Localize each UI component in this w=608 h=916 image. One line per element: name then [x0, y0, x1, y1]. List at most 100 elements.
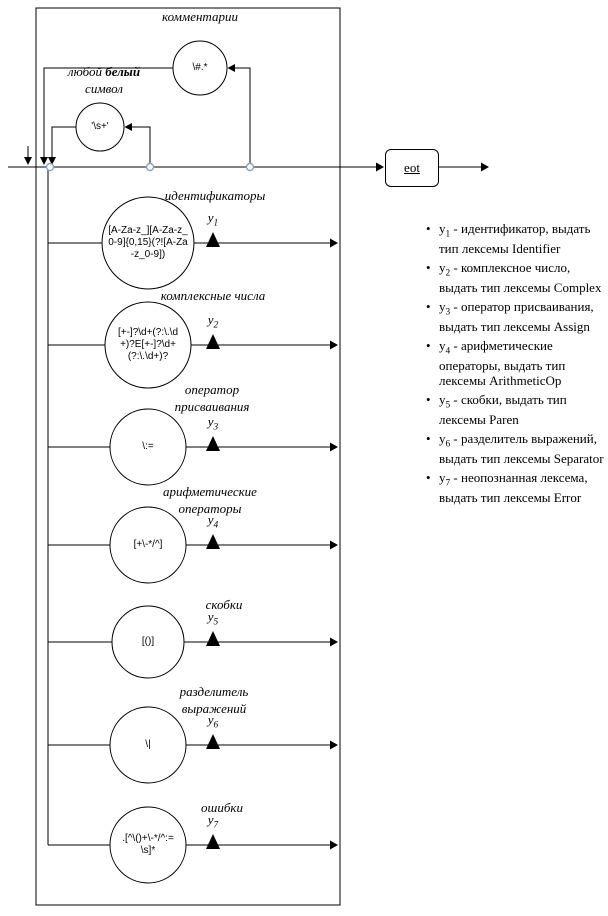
bullet-icon: • — [426, 392, 431, 408]
state-circle-comments — [172, 40, 228, 96]
legend-item-text: y2 - комплексное число, выдать тип лексе… — [439, 259, 602, 295]
state-regex-parens: [()] — [141, 636, 155, 647]
section-label-arithmetic-operators: арифметические операторы — [163, 484, 257, 516]
eot-box: eot — [385, 149, 439, 187]
state-circle-errors — [109, 806, 187, 884]
output-var: y — [207, 609, 214, 624]
output-var: y — [207, 312, 214, 327]
arrowheads — [24, 64, 489, 850]
output-sub: 6 — [213, 720, 219, 731]
bullet-icon: • — [426, 298, 431, 314]
output-var: y — [207, 712, 214, 727]
entry-arrow — [24, 157, 32, 165]
state-circle-arithmetic-operators — [109, 506, 187, 584]
output-var: y — [207, 210, 214, 225]
state-regex-separator: \| — [145, 739, 151, 750]
bullet-icon: • — [426, 221, 431, 236]
output-sub: 3 — [213, 422, 219, 433]
legend-item-y2: • y2 - комплексное число, выдать тип лек… — [426, 260, 604, 296]
eot-label: eot — [404, 160, 420, 175]
state-circle-whitespace — [75, 102, 125, 152]
outer-border-rect — [35, 7, 341, 906]
state-circle-complex-numbers — [104, 301, 192, 389]
comment-return-arrow — [40, 157, 48, 165]
output-var: y — [207, 812, 214, 827]
state-circle-identifiers — [101, 196, 195, 290]
output-sub: 2 — [213, 320, 219, 331]
legend-item-text: y5 - скобки, выдать тип лексемы Paren — [439, 392, 567, 428]
section-label-comments: комментарии — [162, 9, 238, 24]
output-label-y5: y5 — [199, 609, 227, 628]
state-regex-identifiers: [A-Za-z_][A-Za-z_0-9]{0,15}(?![A-Za-z_0-… — [108, 225, 188, 260]
output-triangle-y4 — [206, 534, 220, 549]
legend-item-y7: • y7 - неопознанная лексема, выдать тип … — [426, 470, 604, 506]
output-var: y — [207, 414, 214, 429]
legend: • y1 - идентификатор, выдать тип лексемы… — [426, 221, 604, 509]
output-label-y4: y4 — [199, 512, 227, 531]
output-label-y3: y3 — [199, 414, 227, 433]
legend-item-text: y4 - арифметические операторы, выдать ти… — [439, 337, 566, 389]
legend-item-y3: • y3 - оператор присваивания, выдать тип… — [426, 299, 604, 335]
arrow-into-comment-state — [227, 64, 235, 72]
arrow-into-whitespace-state — [124, 123, 132, 131]
legend-item-y5: • y5 - скобки, выдать тип лексемы Paren — [426, 392, 604, 428]
legend-item-y1: • y1 - идентификатор, выдать тип лексемы… — [426, 221, 604, 257]
bullet-icon: • — [426, 470, 431, 486]
section-label-whitespace: любой белый символ — [56, 64, 152, 98]
section-label-assign-operator: оператор присваивания — [174, 382, 250, 414]
comment-loop-line — [43, 67, 251, 167]
whitespace-loop-line — [51, 126, 151, 167]
whitespace-label-line2: символ — [85, 80, 123, 96]
output-triangle-y6 — [206, 734, 220, 749]
bullet-icon: • — [426, 337, 431, 353]
output-triangle-y1 — [206, 232, 220, 247]
section-label-separator: разделитель выражений — [179, 684, 249, 716]
whitespace-label-bold: белый — [105, 64, 141, 79]
row-arrow-7 — [330, 840, 338, 850]
row-arrow-5 — [330, 637, 338, 647]
state-regex-comments: \#.* — [192, 62, 208, 73]
state-circle-separator — [109, 706, 187, 784]
bullet-icon: • — [426, 259, 431, 275]
whitespace-return-arrow — [48, 157, 56, 165]
section-label-errors: ошибки — [201, 800, 243, 815]
legend-item-y6: • y6 - разделитель выражений, выдать тип… — [426, 431, 604, 467]
output-label-y2: y2 — [199, 312, 227, 331]
arrow-to-eot — [376, 162, 384, 172]
junction-dot — [45, 162, 55, 172]
row-arrow-4 — [330, 540, 338, 550]
state-circle-parens — [111, 605, 185, 679]
output-var: y — [207, 512, 214, 527]
output-label-y1: y1 — [199, 210, 227, 229]
output-label-y7: y7 — [199, 812, 227, 831]
bullet-icon: • — [426, 431, 431, 447]
row-arrow-2 — [330, 340, 338, 350]
legend-item-text: y7 - неопознанная лексема, выдать тип ле… — [439, 470, 588, 506]
state-regex-assign-operator: \:= — [142, 441, 154, 452]
legend-item-text: y3 - оператор присваивания, выдать тип л… — [439, 298, 594, 334]
state-circles — [75, 40, 228, 884]
arrow-out — [481, 162, 489, 172]
state-regex-whitespace: '\s+' — [91, 121, 109, 132]
output-triangle-y7 — [206, 834, 220, 849]
output-sub: 7 — [213, 820, 219, 831]
output-triangle-y3 — [206, 436, 220, 451]
row-arrow-1 — [330, 238, 338, 248]
junction-dot — [245, 162, 255, 172]
state-circle-assign-operator — [109, 408, 187, 486]
whitespace-label-prefix: любой — [67, 64, 106, 79]
row-arrow-6 — [330, 740, 338, 750]
junction-dots — [45, 162, 255, 172]
whitespace-label-line1: любой белый — [56, 64, 152, 81]
output-triangle-y2 — [206, 334, 220, 349]
state-regex-errors: .[^\()+\-*/^:=\s]* — [122, 833, 174, 856]
section-label-identifiers: идентификаторы — [164, 188, 266, 203]
section-label-complex-numbers: комплексные числа — [160, 288, 266, 303]
output-triangle-y5 — [206, 631, 220, 646]
legend-item-text: y6 - разделитель выражений, выдать тип л… — [439, 431, 604, 467]
row-arrow-3 — [330, 442, 338, 452]
state-regex-complex-numbers: [+-]?\d+(?:\.\d+)?E[+-]?\d+(?:\.\d+)? — [117, 327, 179, 362]
junction-dot — [145, 162, 155, 172]
